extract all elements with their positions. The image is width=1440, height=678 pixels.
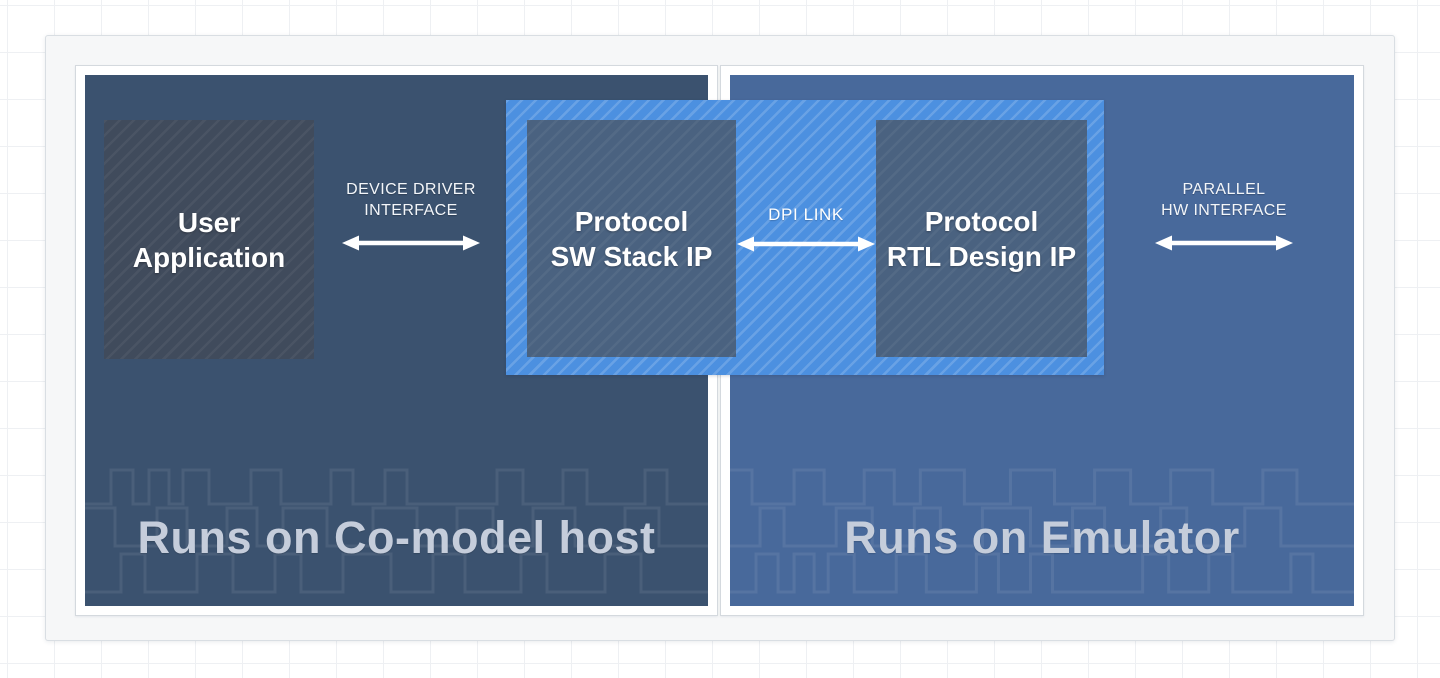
user-application-label-line2: Application [132,241,286,273]
diagram-card: User Application DEVICE DRIVER INTERFACE… [45,35,1395,641]
dpi-link-bidirectional-arrow-icon [737,236,875,252]
dpi-link-group: DPI LINK [736,204,876,253]
dpi-link-label: DPI LINK [768,205,844,224]
parallel-hw-interface-label-line1: PARALLEL [1182,181,1266,198]
parallel-hw-interface-label-line2: HW INTERFACE [1161,202,1287,219]
device-driver-interface-label-line2: INTERFACE [364,202,458,219]
user-application-label-line1: User [177,206,241,238]
co-model-host-caption: Runs on Co-model host [137,512,656,563]
device-driver-bidirectional-arrow-icon [342,235,480,251]
waveform-decoration [85,468,708,594]
protocol-sw-stack-label-line1: Protocol [574,205,689,237]
waveform-decoration [730,468,1354,594]
parallel-hw-bidirectional-arrow-icon [1155,235,1293,251]
protocol-rtl-design-label-line2: RTL Design IP [886,240,1077,272]
user-application-box: User Application [104,120,314,359]
dpi-highlight-band: Protocol SW Stack IP DPI LINK Protocol R… [506,100,1104,375]
protocol-sw-stack-box: Protocol SW Stack IP [527,120,736,357]
device-driver-interface-group: DEVICE DRIVER INTERFACE [331,179,491,252]
protocol-rtl-design-box: Protocol RTL Design IP [876,120,1087,357]
emulator-caption: Runs on Emulator [844,512,1240,563]
device-driver-interface-label-line1: DEVICE DRIVER [346,181,476,198]
parallel-hw-interface-group: PARALLEL HW INTERFACE [1144,179,1304,252]
co-model-host-stage: User Application DEVICE DRIVER INTERFACE… [85,75,708,606]
protocol-rtl-design-label-line1: Protocol [924,205,1039,237]
protocol-sw-stack-label-line2: SW Stack IP [550,240,713,272]
